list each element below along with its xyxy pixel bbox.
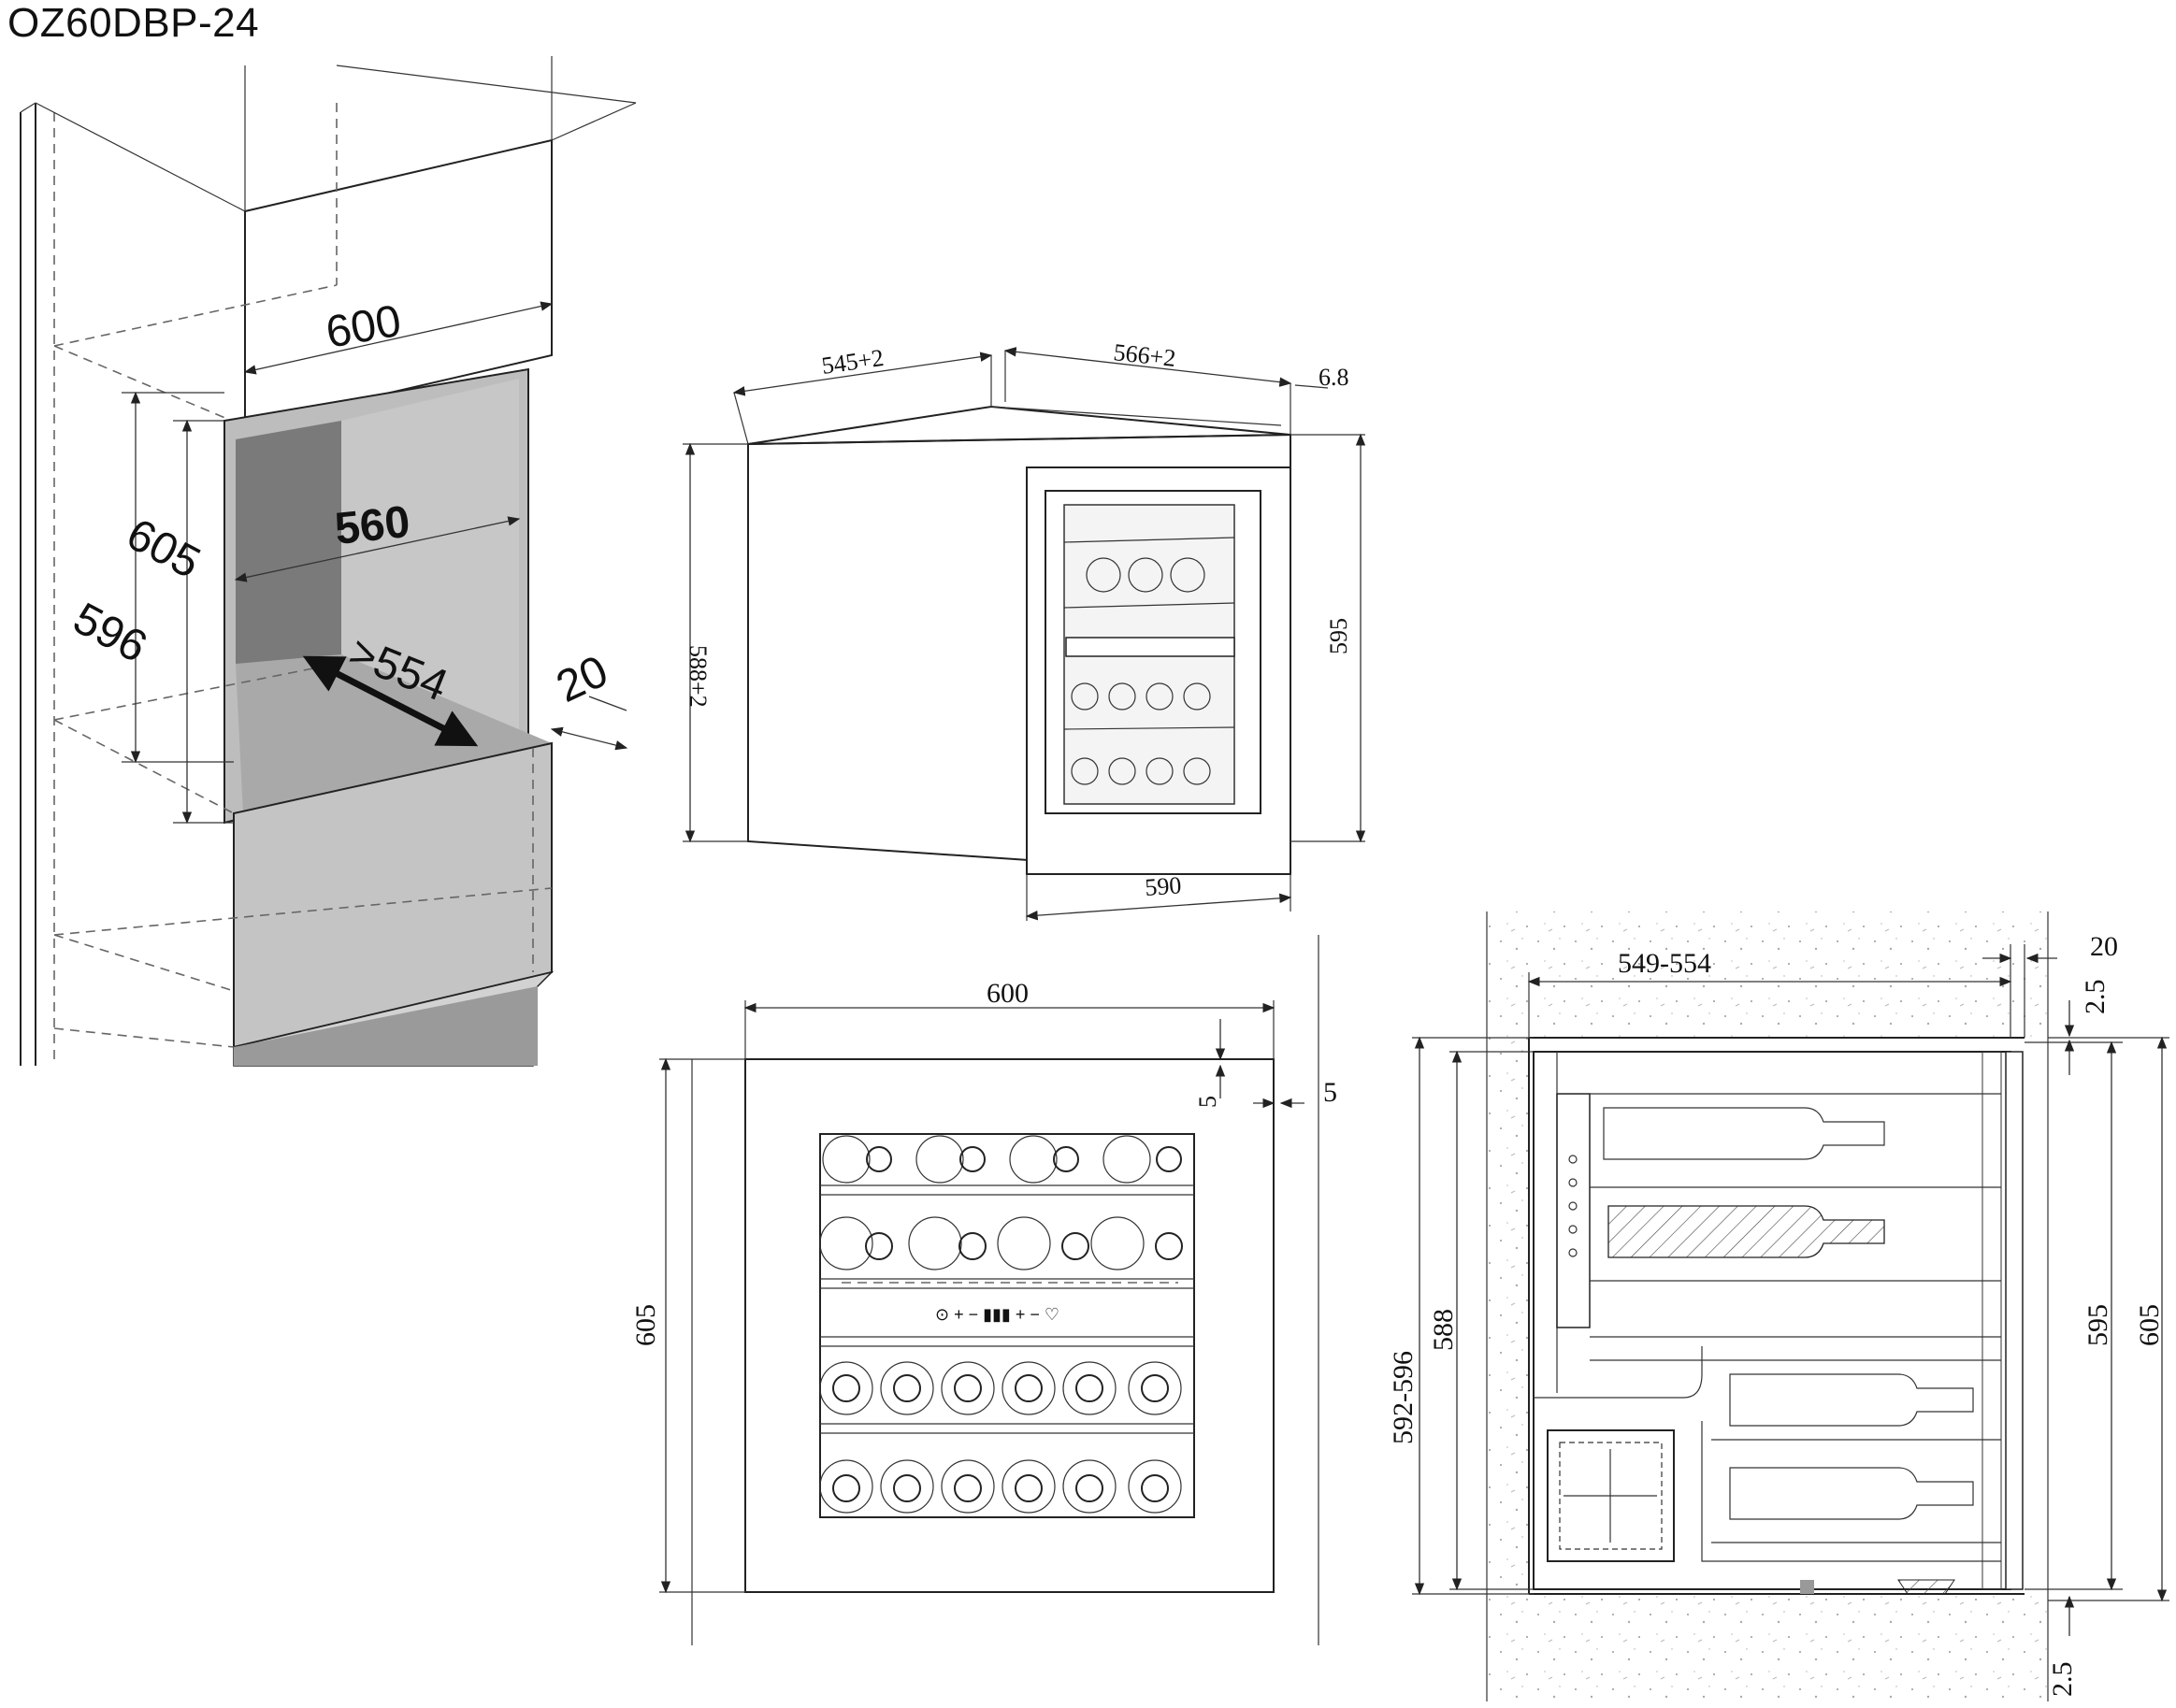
- front-margin-inner-label: 5: [1194, 1096, 1221, 1108]
- front-view-drawing: ⊙ + − ▮▮▮ + − ♡: [659, 935, 1319, 1645]
- side-niche-height-label: 592-596: [1388, 1351, 1419, 1444]
- side-gap-label: 20: [2090, 931, 2118, 962]
- side-section-drawing: [1412, 911, 2169, 1701]
- iso-body-height-label: 588+2: [685, 645, 712, 708]
- side-door-height-label: 595: [2082, 1304, 2113, 1346]
- bottle-row-4: [819, 1459, 1182, 1514]
- control-panel-icons: ⊙ + − ▮▮▮ + − ♡: [935, 1305, 1059, 1324]
- front-margin-outer-label: 5: [1323, 1077, 1337, 1108]
- niche-height-inner-label: 596: [65, 594, 155, 672]
- appliance-iso-drawing: [683, 347, 1366, 921]
- side-top-gap-label: 2.5: [2080, 980, 2111, 1015]
- bottle-row-2: [819, 1216, 1183, 1270]
- iso-depth-right-label: 566+2: [1112, 338, 1176, 372]
- bottle-row-1: [822, 1135, 1182, 1184]
- iso-total-height-label: 595: [1325, 618, 1352, 654]
- niche-width-label: 600: [323, 296, 405, 358]
- side-bottom-gap-label: 2.5: [2047, 1662, 2078, 1698]
- side-body-height-label: 588: [1428, 1309, 1459, 1351]
- iso-width-bottom-label: 590: [1144, 871, 1182, 901]
- niche-height-outer-label: 605: [119, 510, 209, 588]
- iso-panel-label: 6.8: [1319, 364, 1349, 391]
- niche-inner-width-label: 560: [333, 497, 412, 554]
- front-height-label: 605: [630, 1304, 661, 1346]
- side-total-height-label: 605: [2134, 1304, 2165, 1346]
- front-width-label: 600: [987, 978, 1029, 1009]
- side-niche-depth-label: 549-554: [1618, 948, 1711, 979]
- iso-depth-left-label: 545+2: [820, 344, 886, 380]
- niche-drawing: [20, 56, 637, 1067]
- bottle-row-3: [819, 1361, 1182, 1415]
- model-title: OZ60DBP-24: [7, 0, 260, 46]
